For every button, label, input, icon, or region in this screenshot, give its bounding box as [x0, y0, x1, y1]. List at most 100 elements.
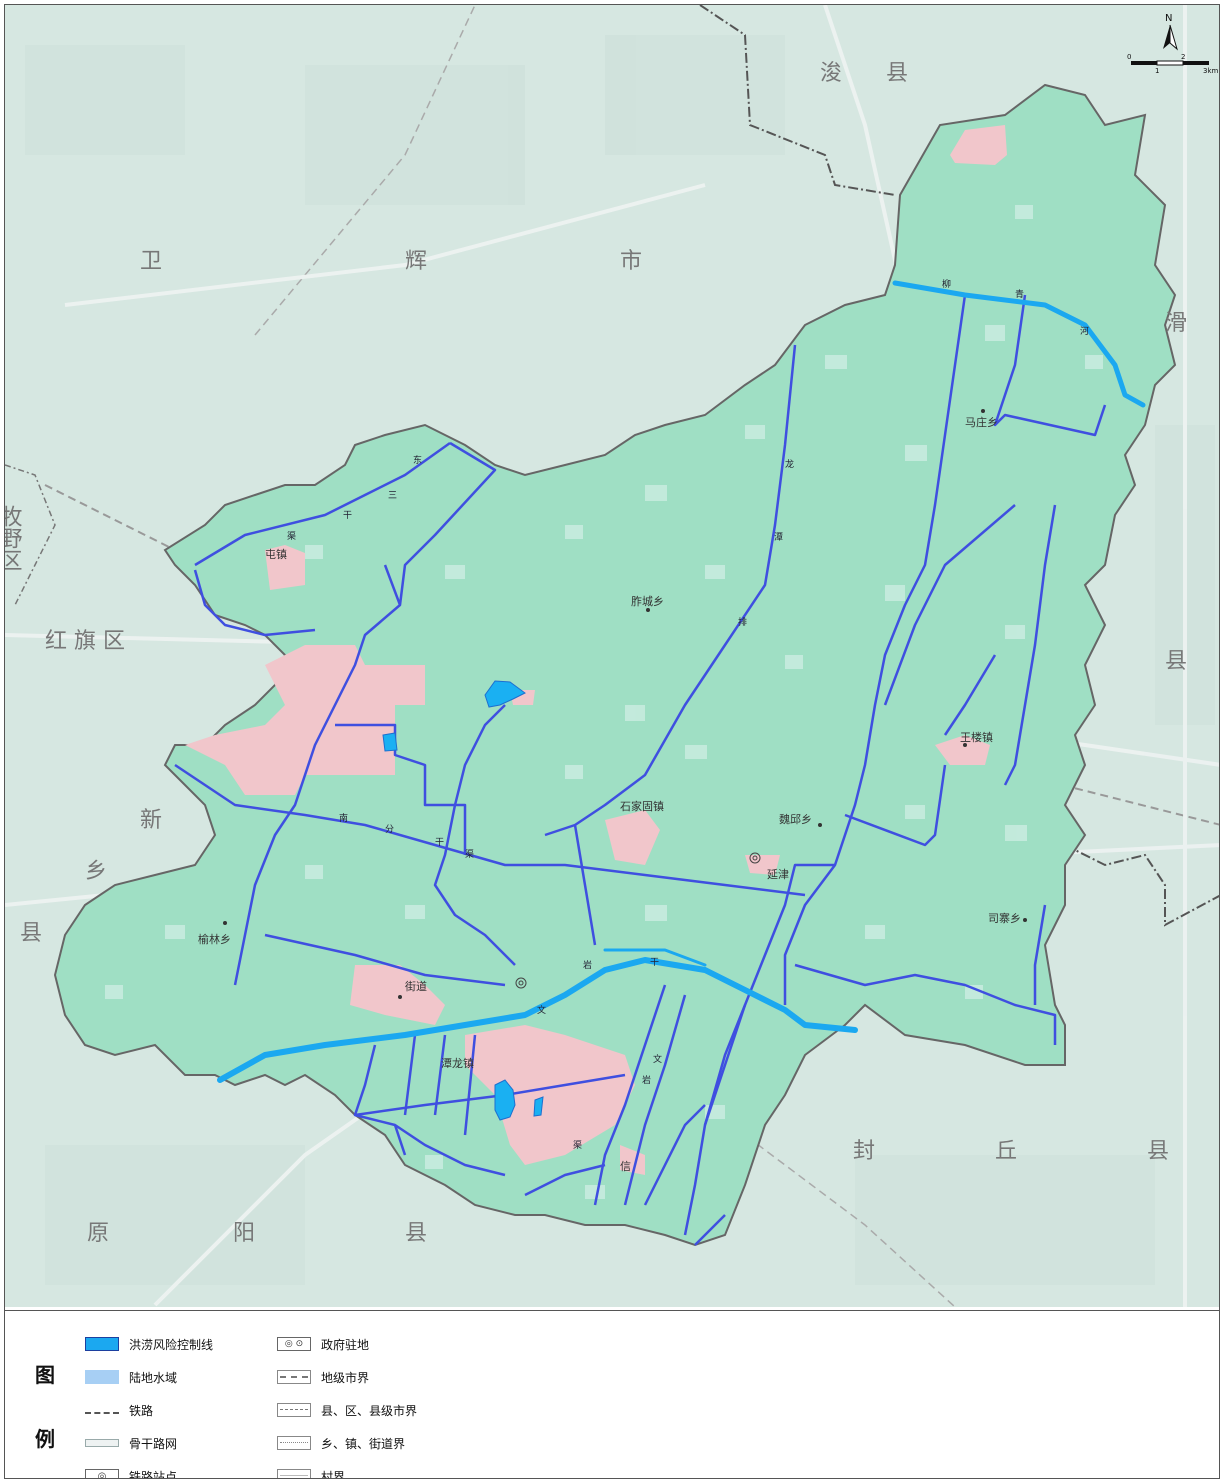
legend-item-railway: 铁路	[85, 1400, 153, 1420]
neighbor-labels: 浚 县 卫 辉 市 滑 县 红 旗 区 牧野区 新 乡 县 封 丘 县 原 阳 …	[5, 61, 1187, 1246]
map-frame: N 0 1 2 3km 浚 县 卫 辉 市 滑 县 红 旗 区 牧野区 新 乡 …	[4, 4, 1220, 1479]
village-boundary-swatch	[277, 1469, 311, 1478]
legend-label: 乡、镇、街道界	[321, 1436, 406, 1451]
canal-label: 干	[435, 837, 444, 848]
canal-label: 渠	[287, 530, 296, 542]
map-legend: 图 例 洪涝风险控制线 陆地水域 铁路 骨干路网 ◎ 铁路站点 ◎ ⊙ 政府驻地	[5, 1310, 1219, 1479]
town-label: 司寨乡	[988, 911, 1021, 925]
county-area	[53, 83, 1177, 1247]
village-blocks	[105, 145, 1103, 1199]
neighbor-label-weihui-1: 卫	[140, 249, 162, 274]
lakes	[382, 680, 544, 1121]
legend-label: 县、区、县级市界	[321, 1403, 418, 1418]
legend-item-county-boundary: 县、区、县级市界	[277, 1400, 417, 1420]
flood-line-swatch	[85, 1337, 119, 1351]
neighbor-label-hua-2: 县	[1165, 649, 1187, 674]
scale-tick: 3km	[1203, 67, 1219, 75]
canal-label: 柳	[942, 278, 951, 290]
canal-label: 干	[343, 510, 352, 521]
canal-label: 东	[413, 454, 422, 466]
city-boundary-swatch	[277, 1370, 311, 1384]
neighbor-label-weihui-3: 市	[620, 249, 642, 274]
canal-label: 河	[1080, 325, 1089, 337]
canal-label: 岩	[642, 1074, 651, 1086]
canal-label: 三	[388, 491, 397, 501]
county-boundary-west	[5, 464, 56, 606]
neighbor-label-hongqi: 红 旗 区	[45, 629, 125, 654]
town-label: 潭龙镇	[441, 1056, 474, 1070]
neighbor-label-xinxiang-1: 新	[140, 808, 162, 833]
city-boundary	[699, 5, 896, 196]
town-label: 榆林乡	[198, 932, 231, 946]
neighbor-label-yuanyang-1: 原	[87, 1221, 109, 1246]
north-arrow-icon	[1163, 24, 1178, 51]
town-label: 信	[620, 1160, 631, 1173]
legend-label: 骨干路网	[129, 1436, 178, 1451]
canal-label: 岩	[583, 959, 592, 971]
neighbor-label-yuanyang-2: 阳	[233, 1221, 255, 1246]
canal-label: 渠	[573, 1139, 582, 1151]
town-label: 屯镇	[265, 547, 287, 561]
road-swatch	[85, 1439, 119, 1447]
scale-bar	[1131, 60, 1209, 66]
legend-item-gov: ◎ ⊙ 政府驻地	[277, 1334, 369, 1354]
canal-label: 文	[537, 1004, 546, 1016]
legend-title-top: 图	[35, 1363, 55, 1387]
canal-label: 干	[650, 957, 659, 968]
town-label: 马庄乡	[965, 415, 998, 429]
town-label: 延津	[767, 868, 789, 881]
town-label: 胙城乡	[631, 594, 664, 608]
neighbor-label-yuanyang-3: 县	[405, 1221, 427, 1246]
neighbor-label-hua-1: 滑	[1165, 311, 1187, 336]
legend-label: 地级市界	[321, 1370, 370, 1385]
canal-label: 排	[738, 616, 747, 628]
neighbor-label-xun: 浚 县	[820, 61, 908, 86]
legend-item-city-boundary: 地级市界	[277, 1367, 369, 1387]
canal-label: 渠	[465, 848, 474, 860]
legend-label: 陆地水域	[129, 1370, 178, 1385]
neighbor-label-weihui-2: 辉	[405, 249, 427, 274]
legend-item-town-boundary: 乡、镇、街道界	[277, 1433, 405, 1453]
canal-label: 文	[653, 1053, 662, 1065]
legend-item-station: ◎ 铁路站点	[85, 1466, 178, 1479]
legend-item-flood-line: 洪涝风险控制线	[85, 1334, 213, 1354]
neighbor-label-fengqiu-1: 封	[853, 1139, 875, 1164]
legend-label: 铁路站点	[129, 1469, 178, 1479]
town-label: 街道	[405, 979, 427, 993]
legend-item-water: 陆地水域	[85, 1367, 177, 1387]
urban-areas	[185, 125, 1007, 1175]
railway-swatch	[85, 1412, 119, 1414]
canal-label: 潭	[774, 532, 783, 543]
scale-tick: 0	[1127, 53, 1131, 61]
gov-markers	[223, 409, 1027, 999]
north-label: N	[1165, 13, 1172, 24]
town-label: 魏邱乡	[779, 812, 812, 826]
neighbor-label-fengqiu-3: 县	[1147, 1139, 1169, 1164]
legend-label: 政府驻地	[321, 1337, 370, 1352]
map-canvas[interactable]: N 0 1 2 3km 浚 县 卫 辉 市 滑 县 红 旗 区 牧野区 新 乡 …	[5, 5, 1220, 1307]
legend-label: 洪涝风险控制线	[129, 1337, 214, 1352]
county-boundary-swatch	[277, 1403, 311, 1417]
neighbor-label-fengqiu-2: 丘	[995, 1139, 1017, 1164]
canal-label: 分	[385, 824, 394, 835]
scale-tick: 1	[1155, 67, 1159, 75]
railway-station-icon	[515, 852, 761, 989]
gov-seat-icon: ◎ ⊙	[277, 1337, 311, 1351]
town-boundary-swatch	[277, 1436, 311, 1450]
town-label: 王楼镇	[960, 730, 993, 744]
canal-label: 龙	[785, 458, 794, 470]
railway-station-icon: ◎	[85, 1469, 119, 1478]
legend-title-bottom: 例	[35, 1427, 55, 1451]
neighbor-label-xinxiang-2: 乡	[85, 859, 107, 884]
legend-item-road: 骨干路网	[85, 1433, 177, 1453]
water-swatch	[85, 1370, 119, 1384]
scale-tick: 2	[1181, 53, 1185, 61]
neighbor-label-muye: 牧野区	[5, 505, 23, 571]
canal-label: 南	[339, 812, 348, 824]
legend-label: 村界	[321, 1469, 346, 1479]
town-labels: 马庄乡 胙城乡 王楼镇 石家固镇 魏邱乡 司寨乡 榆林乡 屯镇 街道 潭龙镇 延…	[198, 415, 1021, 1173]
legend-item-village-boundary: 村界	[277, 1466, 346, 1479]
county-boundary-east	[1064, 844, 1219, 927]
flood-risk-control-lines	[217, 280, 1146, 1083]
legend-label: 铁路	[129, 1403, 154, 1418]
